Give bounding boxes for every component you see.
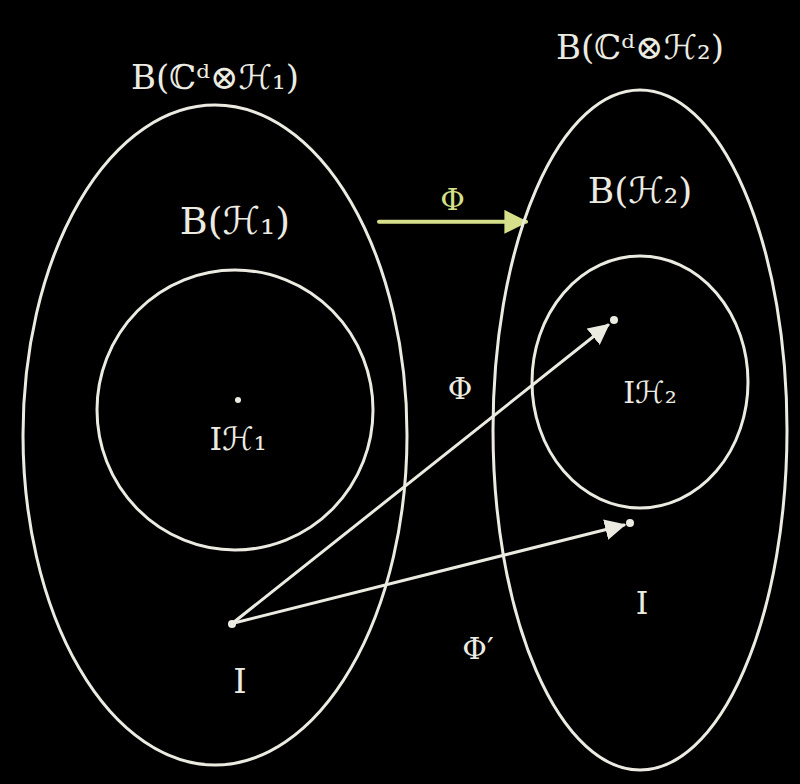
set-name: B(ℋ₂) — [530, 170, 750, 211]
set-name: B(ℂᵈ⊗ℋ₂) — [490, 28, 790, 67]
inner-set-oval: B(ℋ₁) — [95, 200, 375, 560]
map-name: Φ — [436, 183, 469, 216]
element-name: Iℋ₁ — [206, 421, 269, 458]
set-name: B(ℋ₁) — [95, 200, 375, 244]
oval-border — [23, 105, 407, 765]
point — [626, 519, 634, 527]
element-name: I — [633, 585, 652, 622]
element-name: I — [230, 662, 249, 701]
oval-outline — [95, 200, 375, 560]
oval-outline — [530, 170, 750, 510]
oval-border — [97, 270, 373, 550]
map-line — [234, 525, 624, 623]
set-name: B(ℂᵈ⊗ℋ₁) — [20, 58, 410, 97]
map-arrow — [379, 220, 526, 224]
map-name: Φ′ — [459, 631, 496, 666]
oval-border — [532, 256, 748, 508]
element-name: Iℋ₂ — [620, 375, 680, 410]
outer-set-oval: B(ℂᵈ⊗ℋ₁) B(ℋ₁) — [20, 58, 410, 770]
inner-set-oval: B(ℋ₂) — [530, 170, 750, 510]
point — [228, 620, 236, 628]
oval-outline — [20, 58, 410, 770]
map-name: Φ — [445, 371, 476, 406]
oval-border — [493, 90, 787, 770]
point — [235, 397, 241, 403]
point — [610, 316, 618, 324]
